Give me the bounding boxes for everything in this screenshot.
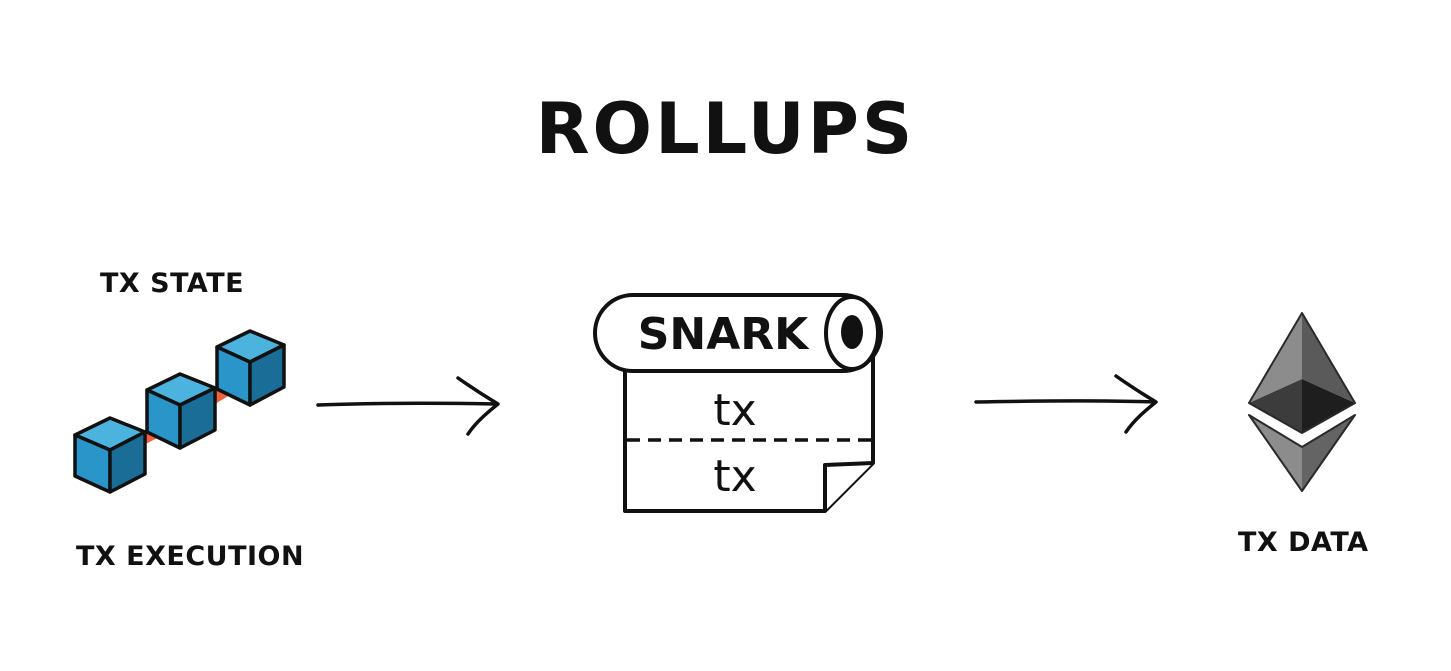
blockchain-cubes-icon	[73, 329, 286, 494]
eth-facet	[1249, 379, 1302, 433]
tx-state-label: TX STATE	[100, 268, 245, 299]
scroll-header-text: SNARK	[638, 309, 810, 360]
cube	[73, 416, 147, 494]
arrow-right-icon	[316, 376, 500, 436]
ethereum-logo-icon	[1248, 312, 1356, 492]
tx-data-label: TX DATA	[1238, 527, 1369, 558]
scroll-icon: SNARK tx tx	[593, 293, 883, 513]
scroll-row-text: tx	[713, 385, 756, 436]
scroll-row-text: tx	[713, 451, 756, 502]
arrow-right-icon	[974, 374, 1158, 434]
eth-facet	[1302, 379, 1355, 433]
cube	[215, 329, 286, 407]
scroll-roll	[593, 293, 883, 373]
cube	[145, 372, 217, 450]
tx-execution-label: TX EXECUTION	[76, 541, 305, 572]
scroll-folded-corner	[823, 461, 874, 511]
scroll-roll-hole	[841, 315, 863, 349]
diagram-title: ROLLUPS	[535, 88, 916, 170]
